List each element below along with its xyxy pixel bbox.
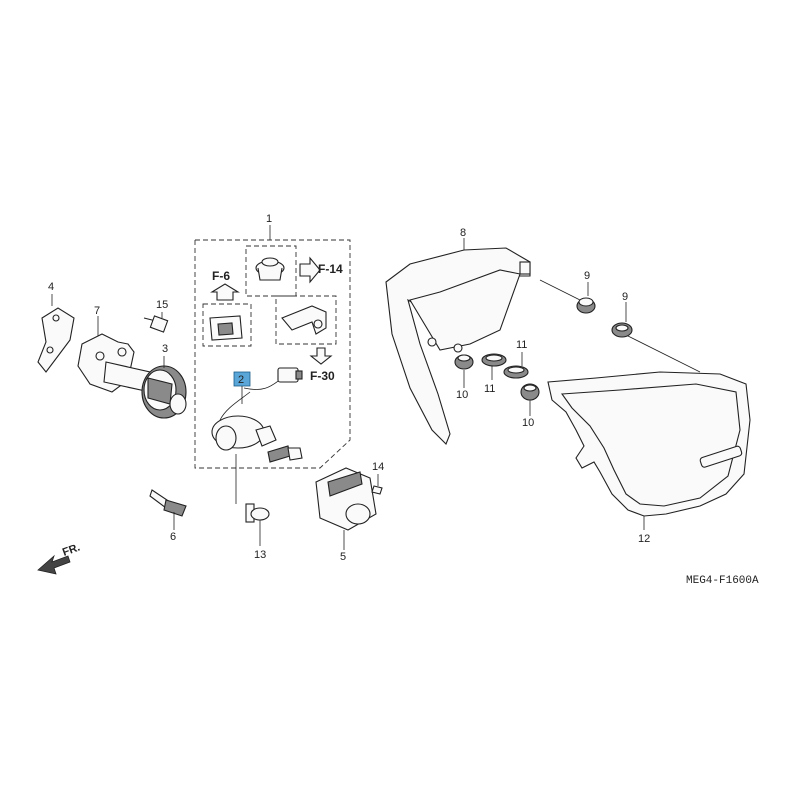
callout-15[interactable]: 15 bbox=[156, 299, 168, 311]
grommet-part bbox=[255, 257, 285, 281]
clip-part bbox=[209, 315, 243, 341]
callout-6[interactable]: 6 bbox=[170, 531, 176, 543]
callout-8[interactable]: 8 bbox=[460, 227, 466, 239]
callout-3[interactable]: 3 bbox=[162, 343, 168, 355]
bolt-13-part bbox=[245, 503, 270, 523]
callout-14[interactable]: 14 bbox=[372, 461, 384, 473]
diagram-code: MEG4-F1600A bbox=[686, 575, 759, 587]
bracket-plate-part bbox=[37, 307, 75, 373]
callout-4[interactable]: 4 bbox=[48, 281, 54, 293]
callout-13[interactable]: 13 bbox=[254, 549, 266, 561]
ref-box-f14 bbox=[245, 245, 297, 297]
screw-14-part bbox=[371, 485, 383, 495]
leader-9b-to-cover bbox=[627, 335, 701, 373]
bolt-15-part bbox=[143, 315, 169, 333]
ref-box-f30 bbox=[275, 295, 337, 345]
grommet-11b-part bbox=[503, 365, 529, 379]
grommet-11a-part bbox=[481, 353, 507, 367]
grommet-9a-part bbox=[576, 297, 596, 314]
ref-f14[interactable]: F-14 bbox=[318, 262, 343, 276]
front-label: FR. bbox=[61, 541, 82, 558]
ignition-switch-part bbox=[211, 367, 303, 463]
callout-10b[interactable]: 10 bbox=[522, 417, 534, 429]
callout-12[interactable]: 12 bbox=[638, 533, 650, 545]
leader-8-to-9 bbox=[539, 279, 581, 301]
left-side-cover-part bbox=[385, 247, 531, 445]
front-arrow-icon bbox=[37, 554, 71, 575]
assembly-box bbox=[194, 239, 351, 469]
cover-part bbox=[315, 467, 377, 531]
cylinder-part bbox=[141, 365, 187, 419]
bracket-part bbox=[281, 305, 327, 335]
callout-11a[interactable]: 11 bbox=[484, 383, 495, 395]
arrow-right-icon bbox=[299, 256, 321, 284]
right-side-cover-part bbox=[547, 371, 751, 517]
callout-9a[interactable]: 9 bbox=[584, 270, 590, 282]
ref-box-f6 bbox=[202, 303, 252, 347]
callout-2[interactable]: 2 bbox=[238, 374, 244, 386]
grommet-9b-part bbox=[611, 322, 633, 338]
arrow-up-icon bbox=[210, 283, 240, 301]
key-part bbox=[149, 489, 187, 517]
ref-f6[interactable]: F-6 bbox=[212, 269, 230, 283]
ref-f30[interactable]: F-30 bbox=[310, 369, 335, 383]
callout-10a[interactable]: 10 bbox=[456, 389, 468, 401]
callout-1[interactable]: 1 bbox=[266, 213, 272, 225]
lock-body-part bbox=[77, 333, 151, 393]
arrow-down-icon bbox=[309, 347, 333, 365]
grommet-10b-part bbox=[520, 383, 540, 401]
grommet-10a-part bbox=[454, 354, 474, 370]
callout-11b[interactable]: 11 bbox=[516, 339, 527, 351]
callout-9b[interactable]: 9 bbox=[622, 291, 628, 303]
callout-5[interactable]: 5 bbox=[340, 551, 346, 563]
callout-7[interactable]: 7 bbox=[94, 305, 100, 317]
